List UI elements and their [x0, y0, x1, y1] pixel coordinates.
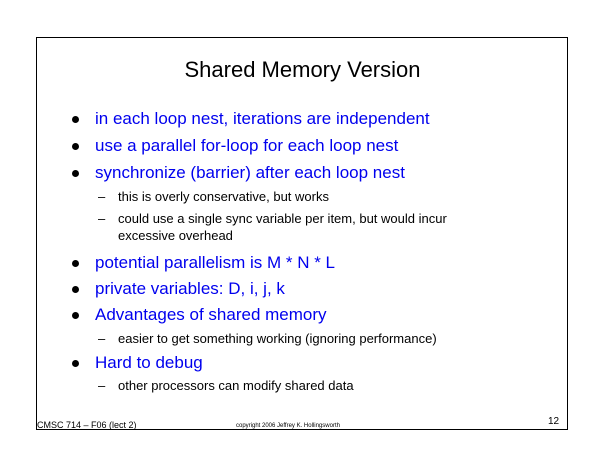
- sub-bullet-text: this is overly conservative, but works: [118, 189, 329, 204]
- bullet-text: Advantages of shared memory: [95, 305, 327, 324]
- bullet-text: synchronize (barrier) after each loop ne…: [95, 163, 405, 182]
- bullet-text: Hard to debug: [95, 353, 203, 372]
- bullet-dot-icon: [72, 143, 79, 150]
- bullet-text: use a parallel for-loop for each loop ne…: [95, 136, 399, 155]
- bullet-text: in each loop nest, iterations are indepe…: [95, 109, 430, 128]
- bullet-dot-icon: [72, 170, 79, 177]
- sub-bullet-text: easier to get something working (ignorin…: [118, 331, 437, 346]
- footer-copyright: copyright 2006 Jeffrey K. Hollingsworth: [236, 423, 340, 429]
- footer-course: CMSC 714 – F06 (lect 2): [37, 420, 137, 430]
- sub-bullet-text: excessive overhead: [118, 228, 233, 243]
- bullet-dot-icon: [72, 360, 79, 367]
- bullet-dot-icon: [72, 312, 79, 319]
- bullet-text: private variables: D, i, j, k: [95, 279, 285, 298]
- dash-icon: –: [98, 378, 106, 393]
- bullet-dot-icon: [72, 286, 79, 293]
- bullet-dot-icon: [72, 116, 79, 123]
- slide-title: Shared Memory Version: [184, 57, 421, 82]
- dash-icon: –: [98, 331, 106, 346]
- bullet-text: potential parallelism is M * N * L: [95, 253, 335, 272]
- sub-bullet-text: other processors can modify shared data: [118, 378, 354, 393]
- sub-bullet-text: could use a single sync variable per ite…: [118, 211, 447, 226]
- page-number: 12: [548, 416, 560, 427]
- dash-icon: –: [98, 211, 106, 226]
- dash-icon: –: [98, 189, 106, 204]
- slide-frame: [36, 37, 568, 430]
- bullet-dot-icon: [72, 260, 79, 267]
